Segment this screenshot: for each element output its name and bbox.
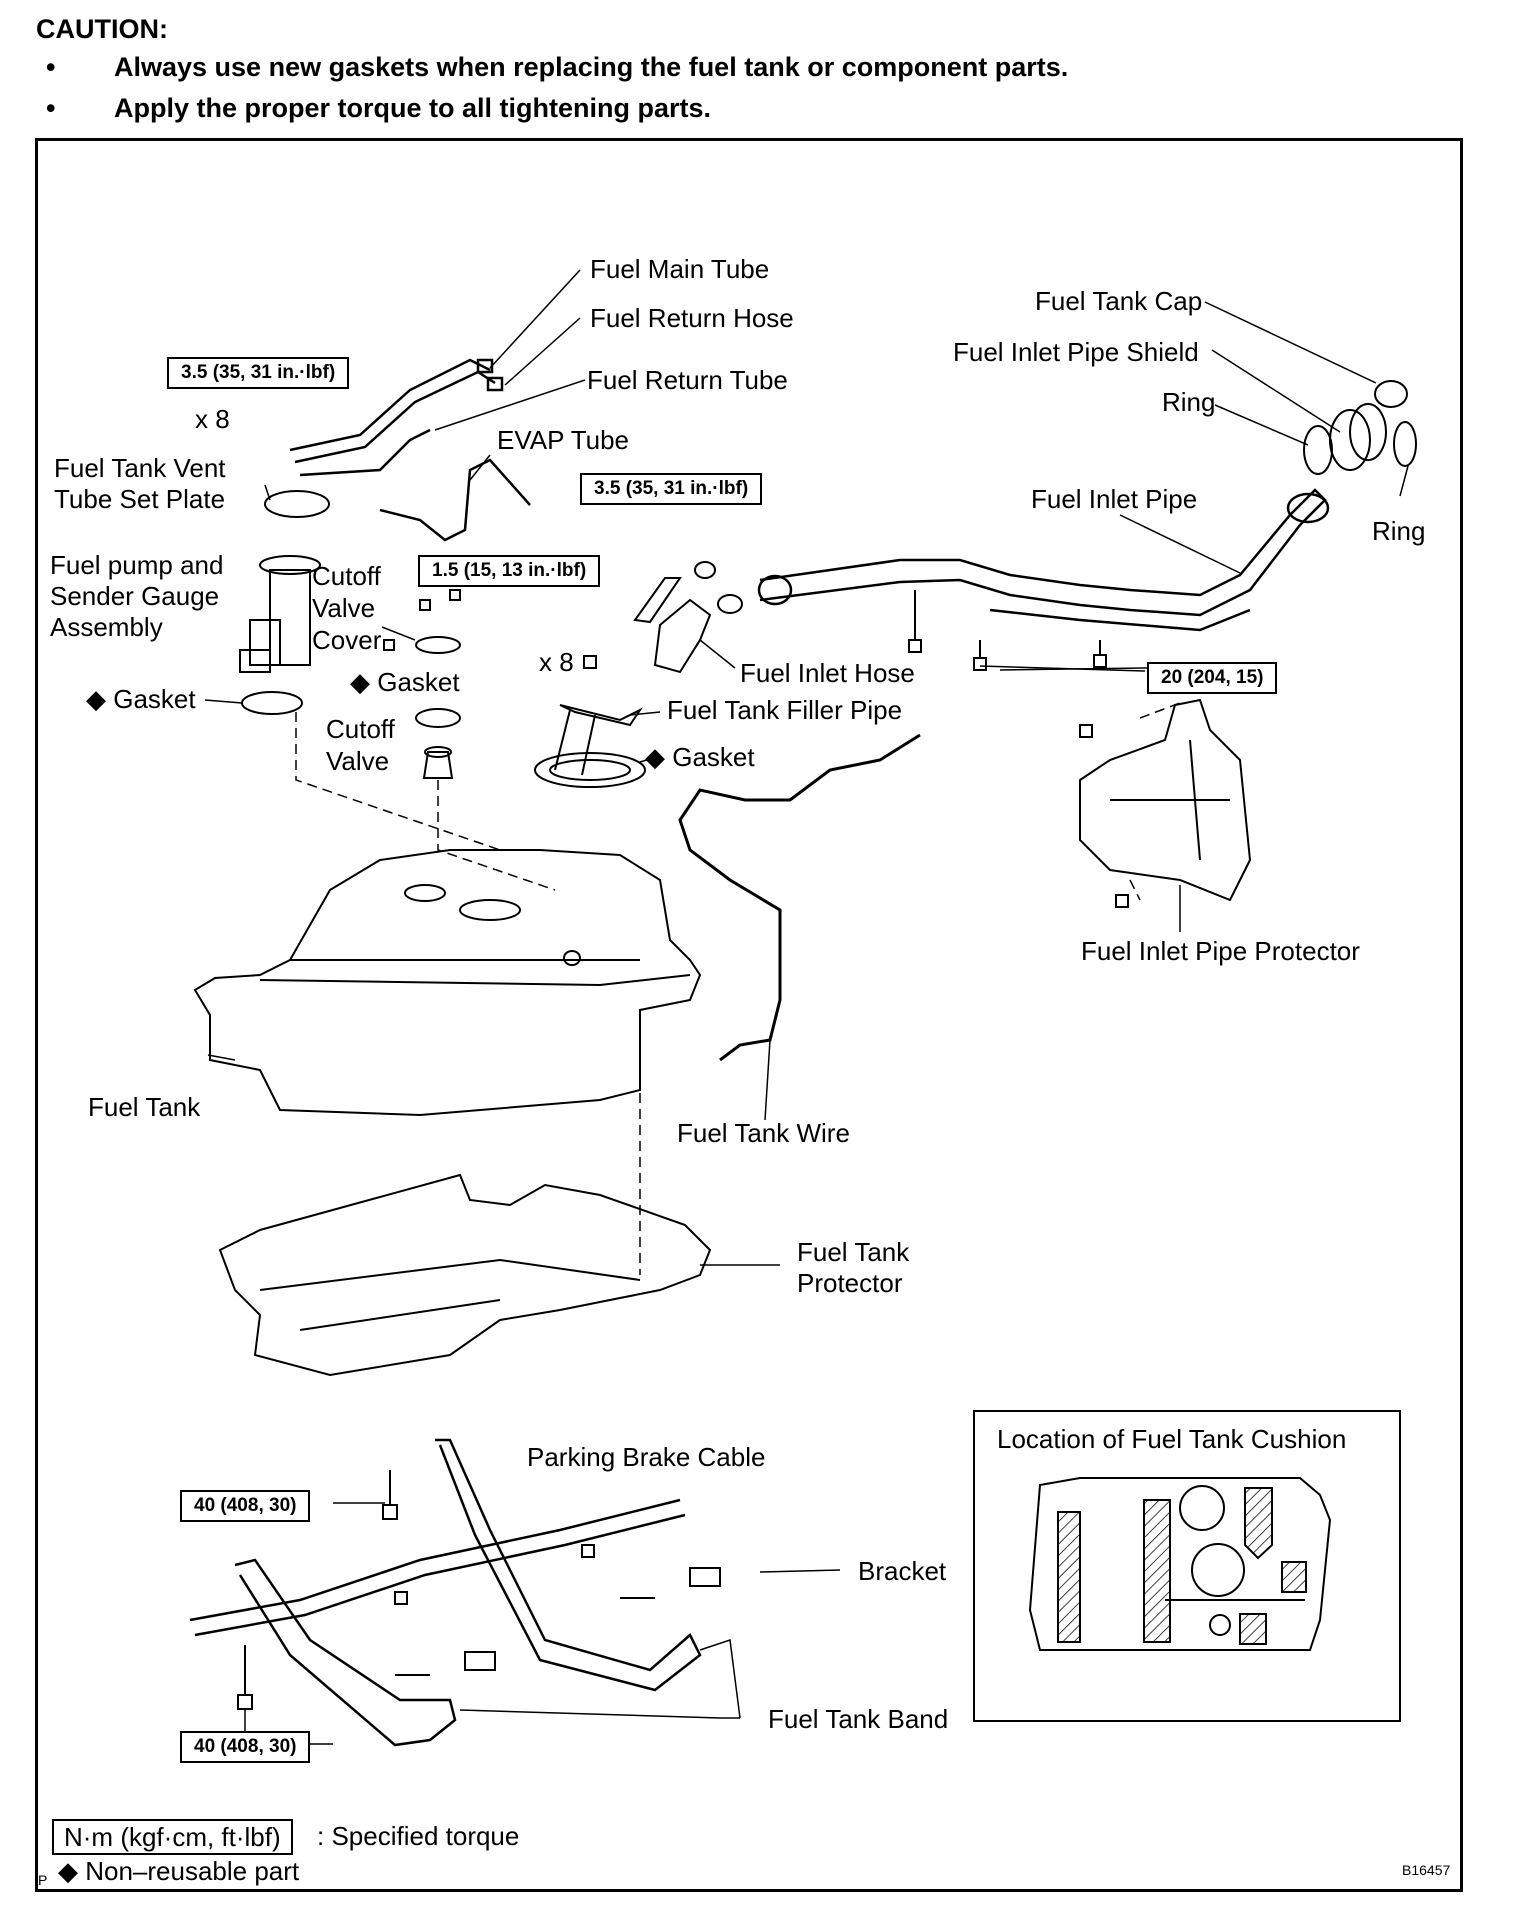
fuel-tank-body — [193, 849, 702, 1117]
label-fuel-inlet-pipe-protector: Fuel Inlet Pipe Protector — [1081, 936, 1360, 966]
label-pump-1: Fuel pump and — [50, 550, 224, 580]
label-ring-right: Ring — [1372, 516, 1426, 546]
fuel-tank-bands — [234, 1438, 702, 1747]
label-fuel-inlet-hose: Fuel Inlet Hose — [740, 658, 915, 688]
label-vent-plate-1: Fuel Tank Vent — [54, 453, 226, 483]
cushion-location-inset: Location of Fuel Tank Cushion — [973, 1410, 1401, 1722]
label-fuel-inlet-pipe: Fuel Inlet Pipe — [1031, 484, 1198, 514]
inlet-shield — [1329, 403, 1387, 471]
inlet-pipe-protector — [1079, 698, 1252, 902]
label-fuel-tank-protector-1: Fuel Tank — [797, 1237, 910, 1267]
label-bracket: Bracket — [858, 1556, 947, 1586]
torque-inlet-pipe: 20 (204, 15) — [1147, 662, 1278, 694]
diagram-frame — [35, 138, 1463, 1892]
fuel-pump-assembly — [239, 555, 321, 673]
label-gasket-pump: ◆ Gasket — [86, 684, 196, 714]
cutoff-valve — [422, 751, 454, 779]
torque-band-lower: 40 (408, 30) — [180, 1731, 311, 1763]
label-x8-right: x 8 — [539, 647, 574, 677]
label-cutoff-valve-2: Valve — [326, 746, 390, 776]
label-pump-3: Assembly — [50, 612, 163, 642]
label-fuel-tank-band: Fuel Tank Band — [768, 1704, 949, 1734]
label-fuel-inlet-pipe-shield: Fuel Inlet Pipe Shield — [953, 337, 1199, 367]
legend-torque-box: N·m (kgf·cm, ft·lbf) — [52, 1819, 293, 1855]
fuel-tubes — [289, 358, 531, 542]
caution-bullet-1: •Always use new gaskets when replacing t… — [46, 52, 1069, 82]
label-x8-left: x 8 — [195, 404, 230, 434]
label-parking-brake-cable: Parking Brake Cable — [527, 1442, 766, 1472]
ring-right — [1393, 421, 1417, 467]
bolts — [237, 589, 1129, 1710]
figure-code: B16457 — [1402, 1862, 1451, 1878]
vent-plate-ring — [264, 490, 330, 518]
label-cutoff-cover-2: Valve — [312, 593, 376, 623]
cushion-location-drawing — [1028, 1477, 1332, 1651]
torque-filler-pipe: 3.5 (35, 31 in.·lbf) — [580, 473, 763, 505]
label-fuel-tank-wire: Fuel Tank Wire — [677, 1118, 850, 1148]
label-cutoff-cover-1: Cutoff — [312, 561, 381, 591]
torque-vent-plate: 3.5 (35, 31 in.·lbf) — [167, 357, 350, 389]
p-mark: P — [38, 1872, 48, 1888]
legend-nonreusable: ◆ Non–reusable part — [58, 1856, 300, 1886]
label-fuel-return-tube: Fuel Return Tube — [587, 365, 788, 395]
label-evap-tube: EVAP Tube — [497, 425, 630, 455]
label-pump-2: Sender Gauge — [50, 581, 220, 611]
torque-band-upper: 40 (408, 30) — [180, 1490, 311, 1522]
label-fuel-tank-protector-2: Protector — [797, 1268, 903, 1298]
caution-title: CAUTION: — [36, 14, 168, 44]
inset-title: Location of Fuel Tank Cushion — [997, 1424, 1347, 1454]
label-fuel-main-tube: Fuel Main Tube — [590, 254, 770, 284]
label-fuel-return-hose: Fuel Return Hose — [590, 303, 794, 333]
fuel-tank-protector — [218, 1173, 712, 1377]
ring-left — [1303, 425, 1333, 475]
parking-brake-cable — [189, 1498, 681, 1622]
label-cutoff-valve-1: Cutoff — [326, 714, 395, 744]
label-gasket-filler: ◆ Gasket — [645, 742, 755, 772]
label-cutoff-cover-3: Cover — [312, 625, 382, 655]
cutoff-gasket — [415, 708, 461, 728]
legend-torque-text: : Specified torque — [317, 1821, 520, 1851]
label-fuel-tank-cap: Fuel Tank Cap — [1035, 286, 1203, 316]
label-fuel-tank: Fuel Tank — [88, 1092, 201, 1122]
label-fuel-tank-filler-pipe: Fuel Tank Filler Pipe — [667, 695, 903, 725]
fuel-tank-cap — [1374, 380, 1408, 408]
fuel-tank-wire — [678, 733, 921, 1062]
label-ring-left: Ring — [1162, 387, 1216, 417]
pump-gasket — [241, 691, 303, 715]
torque-cutoff-cover: 1.5 (15, 13 in.·lbf) — [418, 555, 601, 587]
label-vent-plate-2: Tube Set Plate — [54, 484, 226, 514]
caution-bullet-2: •Apply the proper torque to all tighteni… — [46, 93, 712, 123]
fuel-inlet-pipe — [757, 488, 1330, 632]
label-gasket-cutoff: ◆ Gasket — [350, 667, 460, 697]
